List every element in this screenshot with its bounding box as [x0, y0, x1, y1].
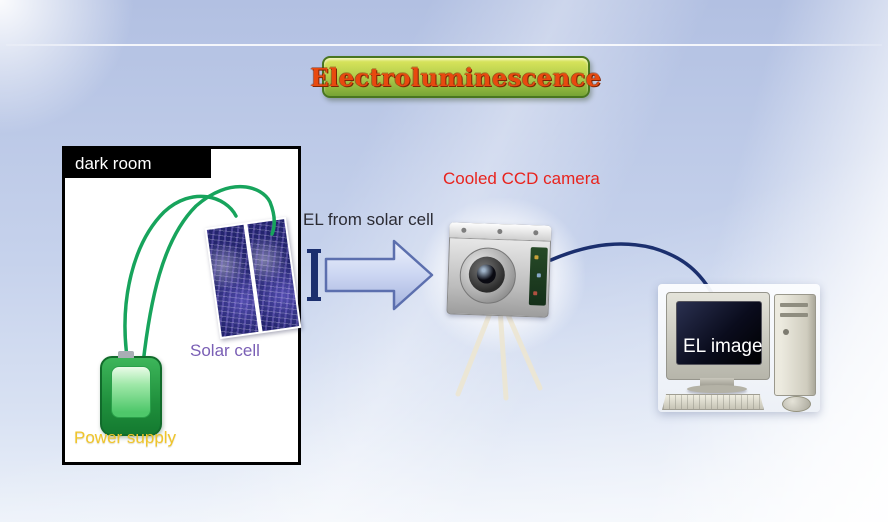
arrow-bar-cap-top [307, 249, 321, 253]
ccd-camera-image [446, 222, 552, 318]
cooled-ccd-camera-label: Cooled CCD camera [443, 169, 600, 188]
power-supply-image [100, 351, 162, 436]
page-title: Electroluminescence [310, 62, 602, 92]
el-image-label: EL image [683, 336, 763, 357]
mouse [782, 396, 811, 412]
el-arrow [307, 239, 434, 311]
pcb-detail [533, 291, 538, 296]
solar-cell-image [204, 216, 302, 340]
el-from-solar-cell-label: EL from solar cell [303, 210, 434, 229]
tower-drive-slot [780, 303, 808, 307]
arrow-bar-cap-bottom [307, 297, 321, 301]
monitor-stand [700, 378, 734, 387]
computer-image: EL image [658, 284, 820, 412]
camera-lens-glass [476, 264, 497, 284]
keyboard [662, 394, 764, 410]
block-arrow-right [324, 239, 434, 311]
tower-drive-slot [780, 313, 808, 317]
title-box: Electroluminescence [310, 56, 601, 98]
pcb-detail [534, 255, 539, 260]
computer-tower [774, 294, 816, 396]
power-supply-label: Power supply [74, 428, 177, 447]
monitor-screen: EL image [676, 301, 763, 365]
power-supply-connector [118, 351, 134, 358]
monitor-base [687, 385, 747, 393]
divider-line [6, 44, 882, 46]
pcb-detail [536, 273, 541, 278]
power-supply-front [111, 366, 151, 418]
arrow-bar [311, 251, 318, 299]
dark-room-label: dark room [65, 149, 211, 178]
camera-circuit-board [528, 247, 548, 306]
solar-cell-label: Solar cell [190, 341, 260, 360]
crt-monitor: EL image [666, 292, 770, 380]
tower-power-button [783, 329, 789, 335]
camera-lens-barrel [468, 255, 506, 294]
